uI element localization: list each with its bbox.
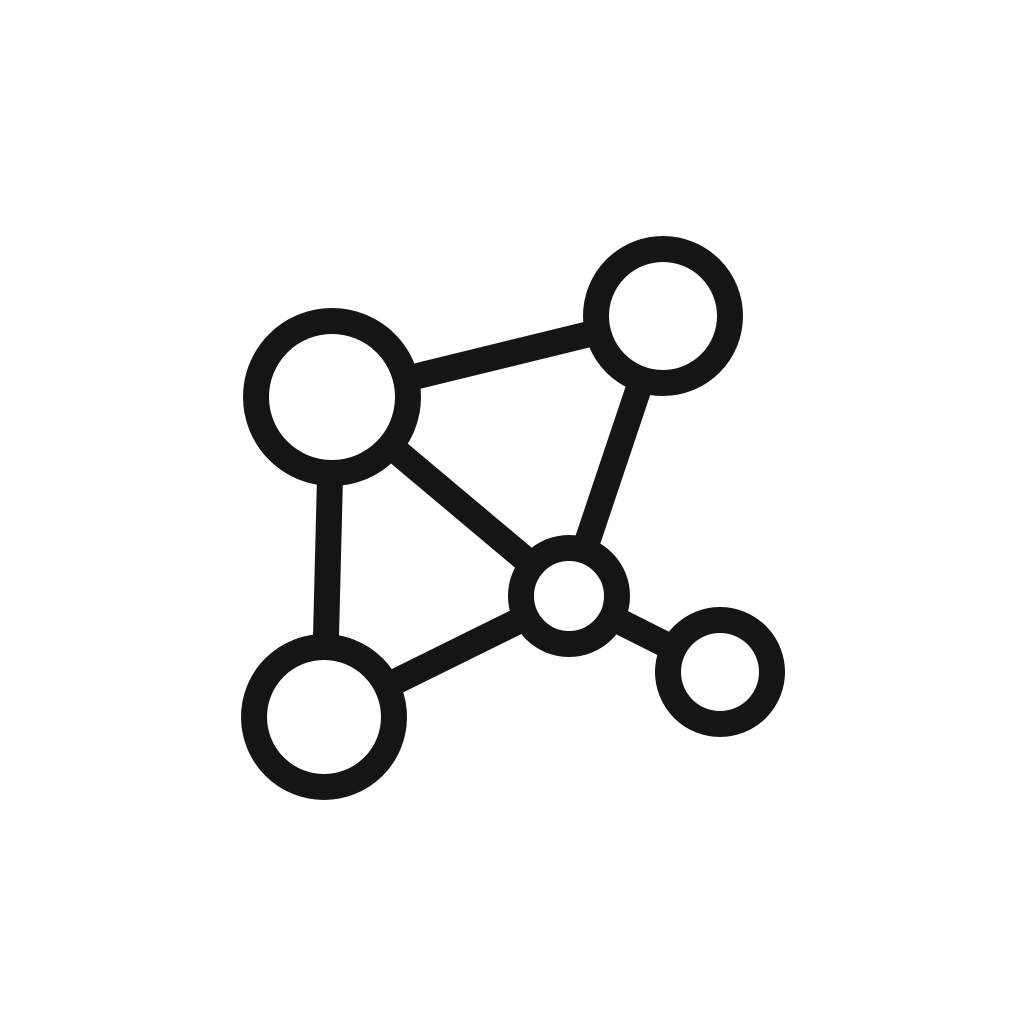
nodes-group [241, 236, 785, 800]
node-top-left-large [243, 308, 421, 486]
node-right-small [655, 607, 785, 737]
node-center-hub [508, 535, 630, 657]
node-top-right [583, 236, 743, 396]
node-bottom-left-large [241, 634, 407, 800]
